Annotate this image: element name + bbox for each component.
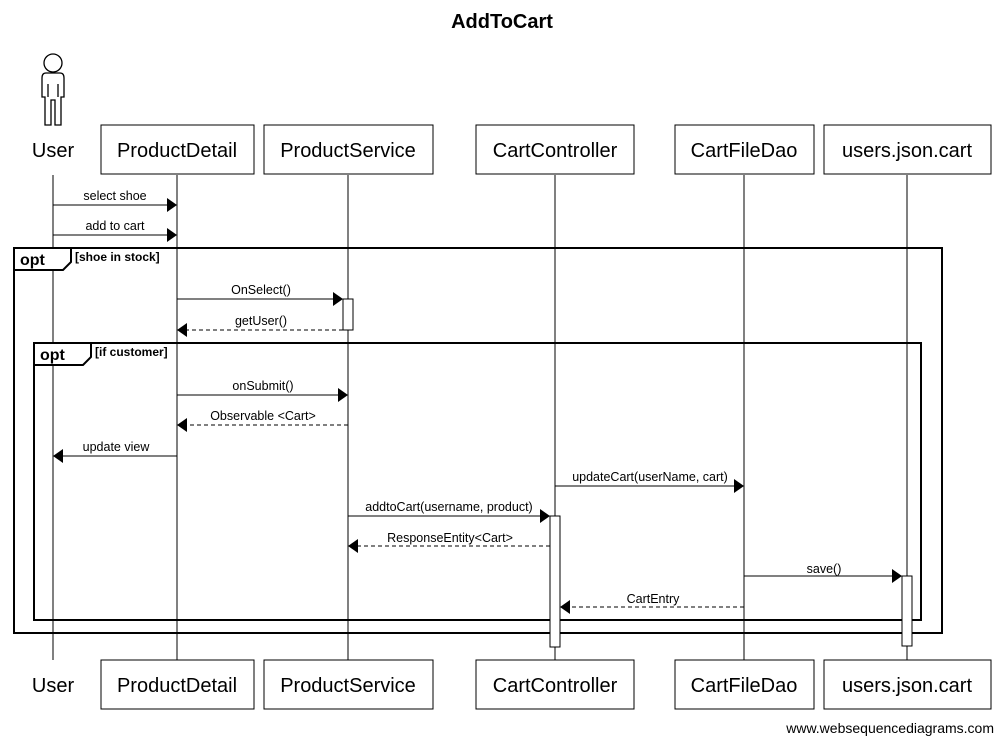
participant-label-productdetail: ProductDetail	[117, 675, 237, 697]
message-label: select shoe	[83, 189, 146, 203]
message-label: CartEntry	[627, 592, 681, 606]
message-label: save()	[807, 562, 842, 576]
watermark-link[interactable]: www.websequencediagrams.com	[785, 720, 994, 736]
arrowhead	[540, 509, 550, 523]
arrowhead	[53, 449, 63, 463]
arrowhead	[734, 479, 744, 493]
activation-bar	[342, 298, 354, 331]
activation-bar	[549, 515, 561, 648]
arrowhead	[167, 198, 177, 212]
participant-box-productdetail	[100, 659, 255, 710]
messages: select shoe add to cart OnSelect() getUs…	[53, 189, 902, 614]
message: save()	[744, 562, 902, 583]
participant-label-cartfiledao: CartFileDao	[691, 675, 798, 697]
message-label: getUser()	[235, 314, 287, 328]
participant-box-usersjsoncart	[823, 659, 992, 710]
participant-label-cartcontroller: CartController	[493, 675, 618, 697]
message: add to cart	[53, 219, 177, 242]
participant-label-user: User	[32, 675, 75, 697]
participants-top: User ProductDetail ProductService CartCo…	[32, 53, 992, 175]
participant-label-usersjsoncart: users.json.cart	[842, 675, 972, 697]
fragment-opt-inner: opt [if customer]	[33, 342, 922, 621]
message-label: updateCart(userName, cart)	[572, 470, 728, 484]
fragment-tab	[13, 247, 72, 271]
message: update view	[53, 440, 177, 463]
message-label: OnSelect()	[231, 283, 291, 297]
fragment-tab	[33, 342, 92, 366]
message: addtoCart(username, product)	[348, 500, 550, 523]
fragment-frame	[13, 247, 943, 634]
fragment-opt-outer: opt [shoe in stock]	[13, 247, 943, 634]
arrowhead	[560, 600, 570, 614]
message-label: onSubmit()	[232, 379, 293, 393]
participant-label-usersjsoncart: users.json.cart	[842, 140, 972, 162]
diagram-title: AddToCart	[451, 11, 553, 33]
participant-box-cartcontroller	[475, 659, 635, 710]
fragment-guard: [shoe in stock]	[75, 250, 160, 264]
message-label: addtoCart(username, product)	[365, 500, 532, 514]
arrowhead	[177, 323, 187, 337]
participant-label-productdetail: ProductDetail	[117, 140, 237, 162]
message-label: add to cart	[85, 219, 145, 233]
participant-box-cartcontroller	[475, 124, 635, 175]
participant-box-productservice	[263, 124, 434, 175]
fragment-operator: opt	[40, 347, 66, 364]
arrowhead	[167, 228, 177, 242]
arrowhead	[333, 292, 343, 306]
participant-box-productdetail	[100, 124, 255, 175]
participant-box-cartfiledao	[674, 124, 815, 175]
lifelines	[52, 175, 908, 660]
message-label: ResponseEntity<Cart>	[387, 531, 513, 545]
participants-bottom: User ProductDetail ProductService CartCo…	[32, 659, 992, 710]
participant-box-productservice	[263, 659, 434, 710]
participant-box-cartfiledao	[674, 659, 815, 710]
activation-bar	[901, 575, 913, 647]
message: onSubmit()	[177, 379, 348, 402]
activations	[342, 298, 913, 648]
message-label: update view	[83, 440, 151, 454]
participant-label-productservice: ProductService	[280, 675, 416, 697]
participant-box-usersjsoncart	[823, 124, 992, 175]
participant-label-user: User	[32, 140, 75, 162]
message: Observable <Cart>	[177, 409, 348, 432]
message: OnSelect()	[177, 283, 343, 306]
fragment-operator: opt	[20, 252, 46, 269]
arrowhead	[177, 418, 187, 432]
arrowhead	[348, 539, 358, 553]
fragment-guard: [if customer]	[95, 345, 168, 359]
actor-user-icon	[41, 53, 65, 126]
participant-label-productservice: ProductService	[280, 140, 416, 162]
participant-label-cartcontroller: CartController	[493, 140, 618, 162]
message: updateCart(userName, cart)	[555, 470, 744, 493]
arrowhead	[338, 388, 348, 402]
message: CartEntry	[560, 592, 744, 614]
arrowhead	[892, 569, 902, 583]
message: ResponseEntity<Cart>	[348, 531, 550, 553]
fragment-frame	[33, 342, 922, 621]
message-label: Observable <Cart>	[210, 409, 316, 423]
participant-label-cartfiledao: CartFileDao	[691, 140, 798, 162]
message: getUser()	[177, 314, 343, 337]
message: select shoe	[53, 189, 177, 212]
